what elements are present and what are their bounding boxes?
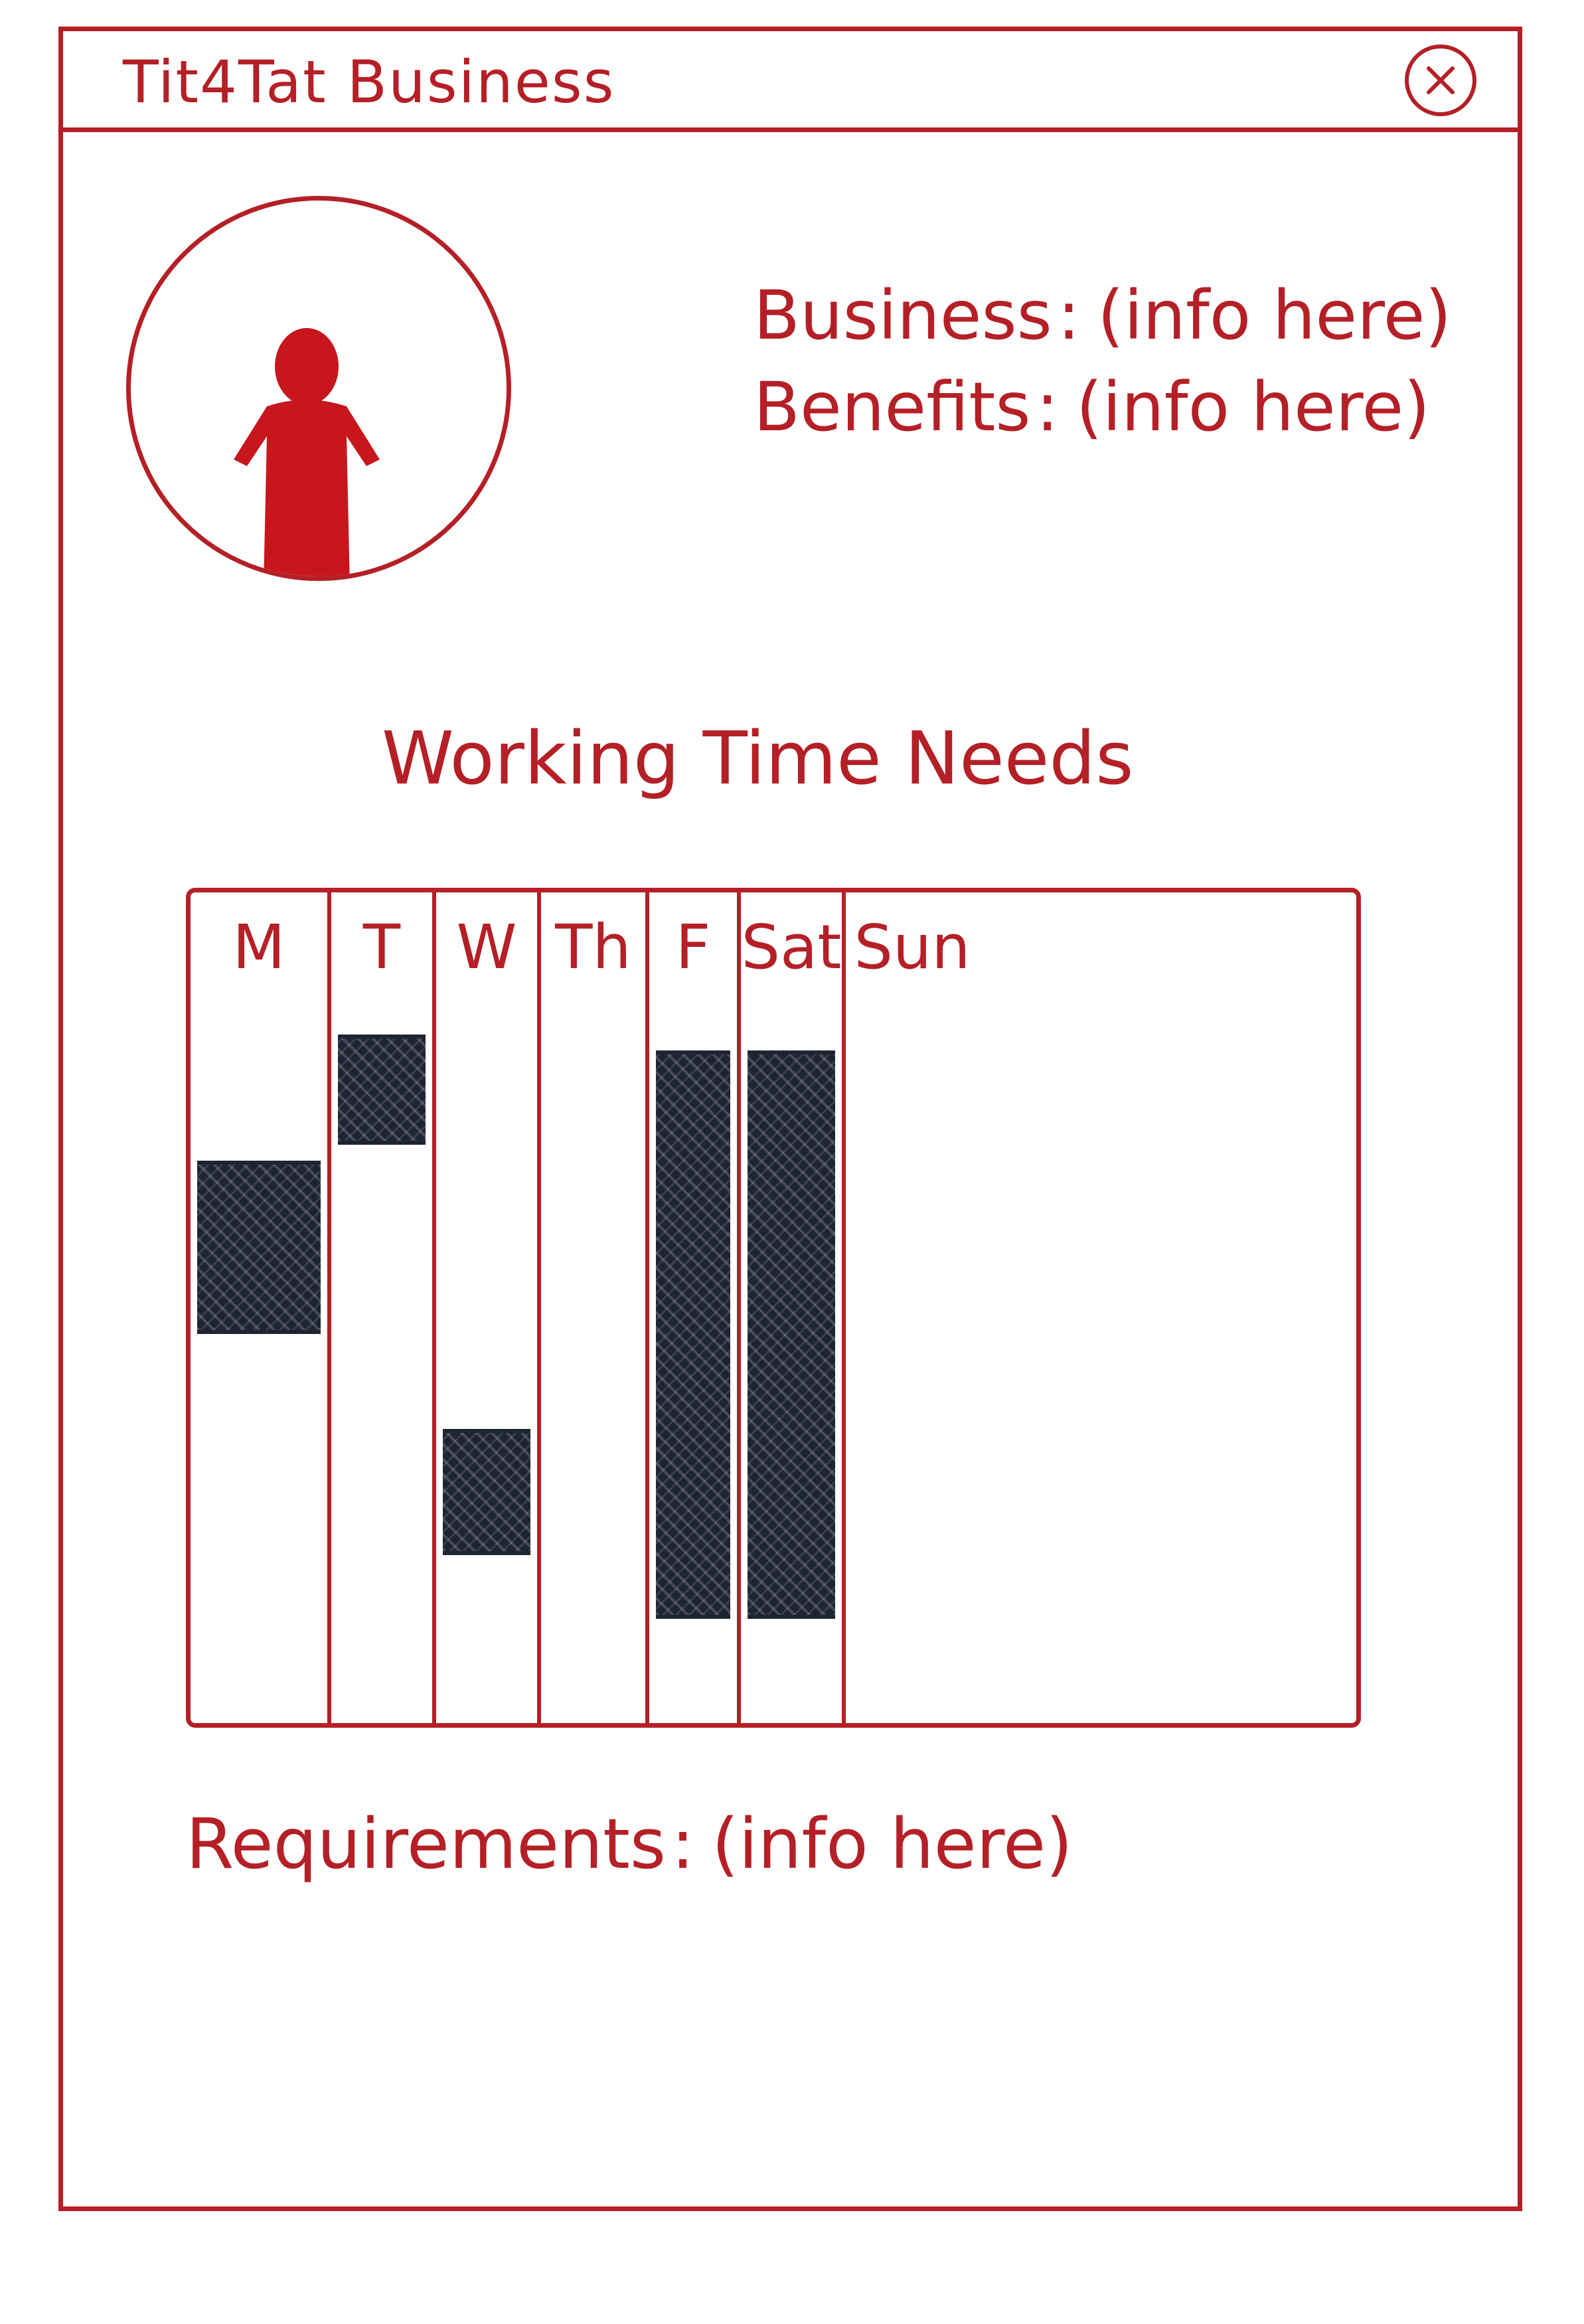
day-label-m: M <box>232 912 285 983</box>
business-window: Tit4Tat Business Business : (info here) … <box>58 27 1522 2211</box>
business-label: Business <box>753 276 1052 355</box>
requirements-row: Requirements:(info here) <box>186 1797 1073 1890</box>
day-label-th: Th <box>555 912 631 983</box>
day-column-sat[interactable]: Sat <box>741 892 846 1723</box>
benefits-label: Benefits <box>753 368 1031 447</box>
day-column-th[interactable]: Th <box>541 892 649 1723</box>
day-label-sun: Sun <box>854 912 971 983</box>
day-label-sat: Sat <box>741 912 842 983</box>
time-block[interactable] <box>656 1050 730 1619</box>
close-button[interactable] <box>1405 44 1476 116</box>
requirements-value: (info here) <box>712 1803 1073 1884</box>
day-label-f: F <box>675 912 711 983</box>
title-bar: Tit4Tat Business <box>63 31 1518 132</box>
day-column-w[interactable]: W <box>436 892 541 1723</box>
schedule-title: Working Time Needs <box>382 716 1134 801</box>
app-title: Tit4Tat Business <box>123 48 615 116</box>
time-block[interactable] <box>338 1035 426 1145</box>
time-block[interactable] <box>197 1161 321 1334</box>
person-icon <box>234 328 380 576</box>
requirements-label: Requirements <box>186 1803 667 1884</box>
business-info: Business : (info here) Benefits : (info … <box>753 270 1470 454</box>
avatar <box>126 196 511 581</box>
time-block[interactable] <box>443 1429 530 1555</box>
day-label-t: T <box>362 912 401 983</box>
business-value: (info here) <box>1097 276 1452 355</box>
benefits-separator: : <box>1036 368 1059 447</box>
day-column-m[interactable]: M <box>191 892 331 1723</box>
day-column-sun[interactable]: Sun <box>846 892 979 1723</box>
business-separator: : <box>1057 276 1081 355</box>
close-icon <box>1427 66 1455 94</box>
business-row: Business : (info here) <box>753 270 1470 362</box>
benefits-value: (info here) <box>1075 368 1431 447</box>
requirements-separator: : <box>671 1803 695 1884</box>
day-column-t[interactable]: T <box>331 892 436 1723</box>
benefits-row: Benefits : (info here) <box>753 362 1470 454</box>
day-label-w: W <box>456 912 517 983</box>
day-column-f[interactable]: F <box>649 892 741 1723</box>
time-block[interactable] <box>748 1050 835 1619</box>
